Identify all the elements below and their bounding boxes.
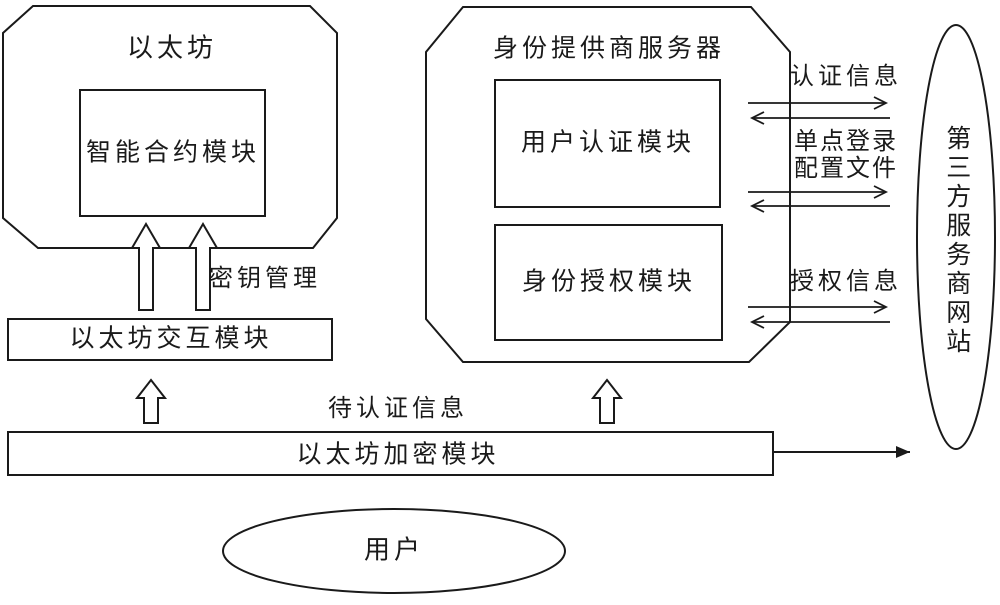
encryption-module-box [7,431,774,476]
idp-title: 身份提供商服务器 [492,35,726,63]
sso-config-label: 单点登录 配置文件 [794,129,898,183]
auth-info-label: 认证信息 [790,63,902,90]
identity-authz-box [494,224,723,341]
authz-info-label: 授权信息 [790,268,902,295]
up-arrow-interaction-left-icon [130,222,162,311]
interaction-module-label: 以太坊交互模块 [69,325,273,353]
third-party-label: 第三方服务商网站 [942,125,970,357]
up-arrow-encryption-to-idp-icon [590,378,624,424]
ethereum-title: 以太坊 [126,33,218,63]
up-arrow-encryption-to-interaction-icon [134,378,168,424]
user-auth-label: 用户认证模块 [520,129,696,157]
sso-config-line2: 配置文件 [794,156,898,182]
up-arrow-interaction-right-icon [187,222,219,311]
user-ellipse [222,508,566,594]
smart-contract-label: 智能合约模块 [85,139,261,167]
key-management-label: 密钥管理 [209,265,321,292]
sso-config-line1: 单点登录 [794,129,898,155]
interaction-module-box [7,318,333,361]
user-label: 用户 [363,535,425,565]
encryption-module-label: 以太坊加密模块 [296,441,500,469]
identity-authz-label: 身份授权模块 [521,268,697,296]
smart-contract-box [79,89,266,217]
user-auth-box [494,79,721,208]
pending-auth-info-label: 待认证信息 [328,395,468,422]
third-party-ellipse [916,24,996,450]
